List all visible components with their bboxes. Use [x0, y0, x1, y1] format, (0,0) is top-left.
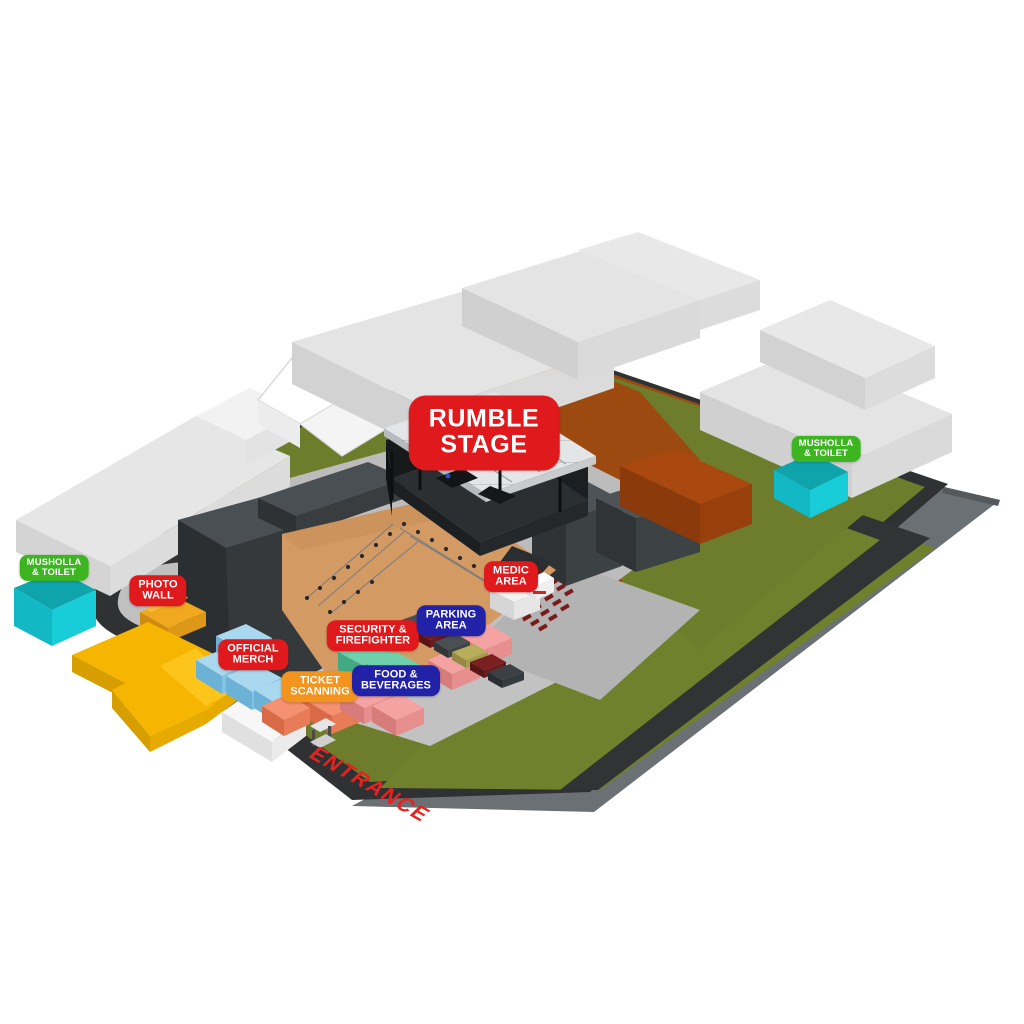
musholla-toilet-right-label[interactable]: MUSHOLLA & TOILET [791, 435, 861, 463]
stage-deck-front [392, 478, 480, 556]
food-tent [372, 694, 424, 736]
food-beverages-label[interactable]: FOOD & BEVERAGES [352, 665, 440, 697]
building-top-right [462, 250, 700, 380]
rumble-stage-label[interactable]: RUMBLE STAGE [408, 395, 560, 471]
medic-area-label[interactable]: MEDIC AREA [484, 561, 538, 593]
stage-deck-side [480, 500, 588, 556]
musholla-toilet-right-structure[interactable] [774, 453, 848, 518]
entrance-gate[interactable] [310, 718, 336, 748]
ticket-scanning-label[interactable]: TICKET SCANNING [281, 671, 359, 703]
dark-building-back-left [258, 462, 406, 536]
parking-area-label[interactable]: PARKING AREA [416, 605, 486, 637]
main-road-edge [942, 487, 1000, 506]
ticket-booth [262, 694, 310, 736]
musholla-toilet-left-label[interactable]: MUSHOLLA & TOILET [19, 554, 89, 582]
official-merch-label[interactable]: OFFICIAL MERCH [218, 639, 288, 671]
building-far-right-upper [578, 232, 760, 330]
photo-wall-label[interactable]: PHOTO WALL [129, 575, 187, 607]
building-right-upper [760, 300, 935, 410]
rust-building-right [620, 450, 752, 544]
stage-roof-edge-side [486, 456, 596, 502]
security-firefighter-label[interactable]: SECURITY & FIREFIGHTER [326, 620, 420, 652]
